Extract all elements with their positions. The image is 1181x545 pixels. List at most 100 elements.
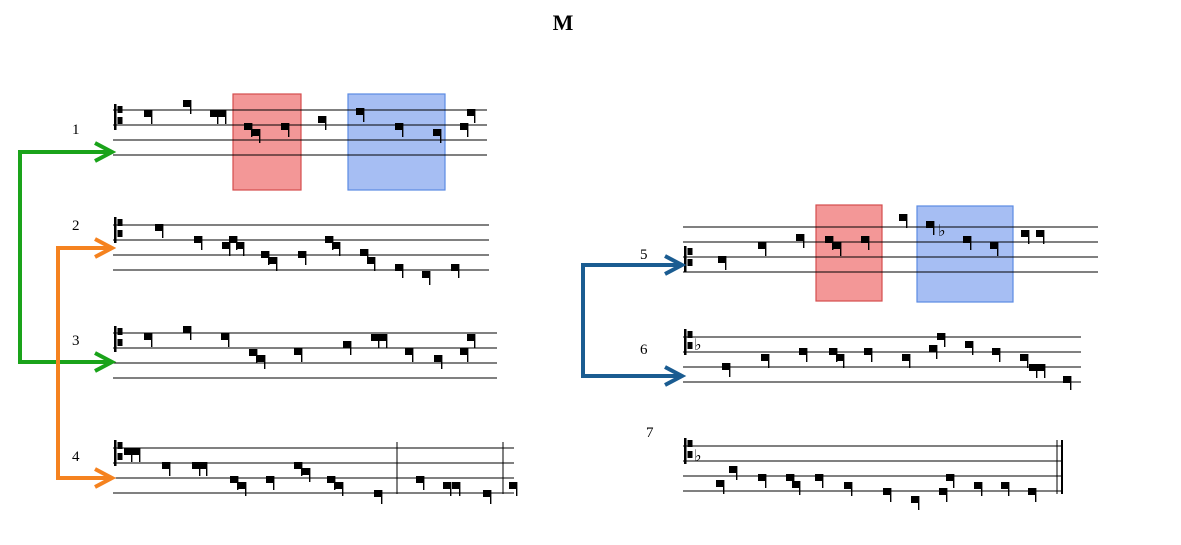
neume-note-icon — [343, 341, 352, 355]
neume-note-icon — [194, 236, 203, 250]
staff-number-4: 4 — [72, 449, 80, 465]
neume-note-icon — [395, 264, 404, 278]
neume-note-icon — [443, 482, 452, 496]
neume-note-icon — [294, 348, 303, 362]
neume-note-icon — [716, 480, 725, 494]
neume-note-icon — [183, 326, 192, 340]
page-title: M — [552, 10, 574, 35]
staff-2 — [113, 224, 489, 271]
neume-note-icon — [183, 100, 192, 114]
neume-note-icon — [1020, 354, 1029, 368]
neume-note-icon — [729, 466, 738, 480]
neume-note-icon — [335, 482, 344, 496]
neume-note-icon — [467, 334, 476, 348]
neume-note-icon — [946, 474, 955, 488]
neume-note-icon — [1029, 364, 1038, 378]
neume-note-icon — [124, 448, 133, 462]
flat-icon: ♭ — [694, 446, 702, 465]
neume-note-icon — [929, 345, 938, 359]
neume-note-icon — [864, 348, 873, 362]
staff-6 — [683, 336, 1081, 383]
highlight-blue-staff-5 — [916, 205, 1014, 303]
arrow-green-1-to-3 — [18, 141, 117, 373]
neume-note-icon — [269, 257, 278, 271]
neume-note-icon — [792, 481, 801, 495]
neume-note-icon — [218, 110, 227, 124]
staff-number-5: 5 — [640, 247, 648, 263]
neume-note-icon — [718, 256, 727, 270]
neume-note-icon — [467, 109, 476, 123]
neume-note-icon — [162, 462, 171, 476]
staff-3 — [113, 332, 497, 379]
neume-note-icon — [434, 355, 443, 369]
neume-note-icon — [294, 462, 303, 476]
neume-note-icon — [937, 333, 946, 347]
neume-note-icon — [911, 496, 920, 510]
neume-note-icon — [1063, 376, 1072, 390]
neume-note-icon — [371, 334, 380, 348]
c-clef-icon — [684, 246, 693, 272]
neume-note-icon — [379, 334, 388, 348]
neume-note-icon — [452, 482, 461, 496]
neume-note-icon — [332, 242, 341, 256]
neume-note-icon — [266, 476, 275, 490]
neume-note-icon — [460, 123, 469, 137]
staff-number-7: 7 — [646, 425, 654, 441]
neume-note-icon — [374, 490, 383, 504]
neume-note-icon — [761, 354, 770, 368]
highlight-red-staff-1 — [232, 93, 302, 191]
flat-icon: ♭ — [938, 221, 946, 240]
neume-note-icon — [1028, 488, 1037, 502]
arrow-orange-2-to-4 — [56, 237, 117, 489]
staff-number-3: 3 — [72, 333, 80, 349]
neume-note-icon — [210, 110, 219, 124]
c-clef-icon — [114, 217, 123, 243]
staff-number-2: 2 — [72, 218, 80, 234]
neume-note-icon — [799, 348, 808, 362]
c-clef-icon — [114, 104, 123, 130]
c-clef-icon — [684, 438, 693, 464]
neume-note-icon — [965, 341, 974, 355]
neume-note-icon — [302, 468, 311, 482]
highlight-red-staff-5 — [815, 204, 883, 302]
neume-note-icon — [257, 355, 266, 369]
neume-note-icon — [132, 448, 141, 462]
neume-note-icon — [367, 257, 376, 271]
staff-number-1: 1 — [72, 122, 80, 138]
neume-note-icon — [1001, 482, 1010, 496]
neume-note-icon — [298, 251, 307, 265]
neume-note-icon — [722, 363, 731, 377]
neume-note-icon — [230, 476, 239, 490]
neume-note-icon — [483, 490, 492, 504]
neume-note-icon — [796, 234, 805, 248]
neume-note-icon — [844, 482, 853, 496]
staff-4 — [113, 442, 514, 494]
staff-1 — [113, 109, 487, 156]
neume-note-icon — [992, 348, 1001, 362]
neume-note-icon — [902, 354, 911, 368]
neume-note-icon — [261, 251, 270, 265]
arrow-blue-5-to-6 — [581, 254, 687, 387]
neume-note-icon — [238, 482, 247, 496]
neume-note-icon — [221, 333, 230, 347]
neume-note-icon — [249, 349, 258, 363]
neume-note-icon — [318, 116, 327, 130]
staff-5 — [683, 226, 1098, 273]
neume-note-icon — [155, 224, 164, 238]
neume-note-icon — [222, 242, 231, 256]
neume-note-icon — [1037, 364, 1046, 378]
neume-note-icon — [815, 474, 824, 488]
neume-note-icon — [758, 242, 767, 256]
neume-note-icon — [451, 264, 460, 278]
neume-note-icon — [327, 476, 336, 490]
neume-note-icon — [974, 482, 983, 496]
neume-note-icon — [422, 271, 431, 285]
neume-note-icon — [416, 476, 425, 490]
neume-note-icon — [144, 110, 153, 124]
neume-note-icon — [236, 242, 245, 256]
flat-icon: ♭ — [694, 335, 702, 354]
neume-note-icon — [836, 354, 845, 368]
staff-number-6: 6 — [640, 342, 648, 358]
c-clef-icon — [114, 440, 123, 466]
